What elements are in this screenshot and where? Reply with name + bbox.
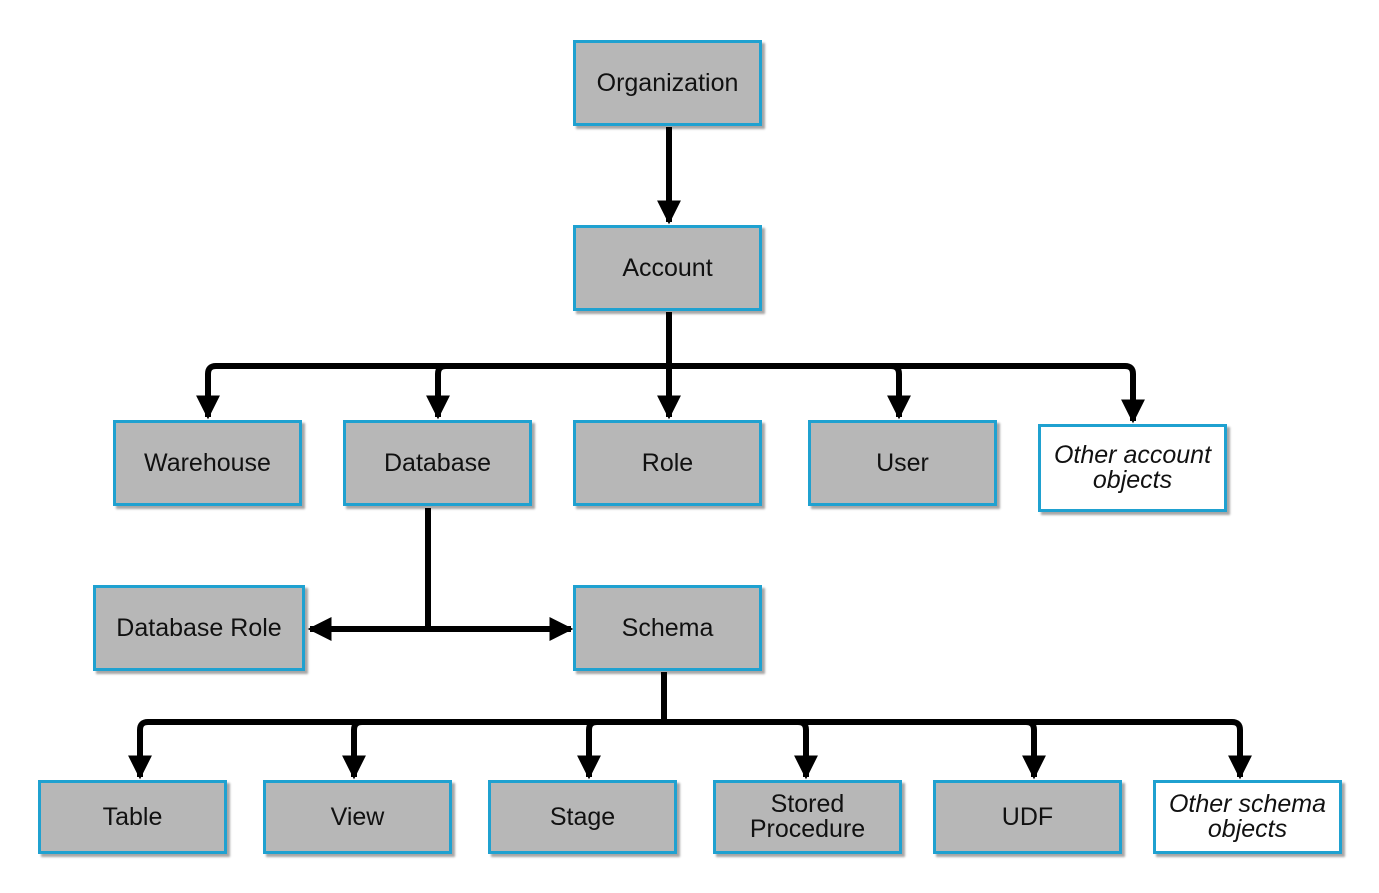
node-database-role: Database Role	[93, 585, 305, 671]
edge-schema-stored-procedure	[664, 719, 818, 780]
edge-schema-stage	[577, 719, 664, 780]
edge-schema-udf	[664, 719, 1046, 780]
node-label: Table	[102, 802, 163, 831]
node-organization: Organization	[573, 40, 762, 126]
node-database: Database	[343, 420, 532, 506]
node-label: Database	[383, 448, 492, 477]
node-view: View	[263, 780, 452, 854]
node-user: User	[808, 420, 997, 506]
node-other-schema-objects: Other schema objects	[1153, 780, 1342, 854]
node-label: UDF	[1001, 802, 1054, 831]
node-warehouse: Warehouse	[113, 420, 302, 506]
node-label: Database Role	[116, 613, 282, 642]
node-udf: UDF	[933, 780, 1122, 854]
node-label: Other schema objects	[1168, 790, 1326, 843]
node-table: Table	[38, 780, 227, 854]
edge-schema-table	[128, 719, 664, 780]
node-label: Stage	[549, 802, 616, 831]
node-label: Other account objects	[1053, 441, 1212, 494]
edge-schema-other-schema-objects	[664, 719, 1252, 780]
edge-account-database	[426, 363, 669, 420]
node-label: Account	[622, 253, 713, 282]
edge-account-warehouse	[196, 363, 669, 420]
node-label: Stored Procedure	[749, 790, 866, 843]
node-label: Role	[641, 448, 694, 477]
edge-schema-view	[342, 719, 664, 780]
edge-account-other-account-objects	[669, 363, 1145, 424]
node-label: Organization	[596, 68, 739, 97]
node-stage: Stage	[488, 780, 677, 854]
edge-account-user	[669, 363, 911, 420]
node-other-account-objects: Other account objects	[1038, 424, 1227, 512]
node-label: User	[876, 448, 929, 477]
node-label: Warehouse	[144, 448, 271, 477]
node-account: Account	[573, 225, 762, 311]
node-label: Schema	[621, 613, 714, 642]
node-stored-procedure: Stored Procedure	[713, 780, 902, 854]
node-role: Role	[573, 420, 762, 506]
node-schema: Schema	[573, 585, 762, 671]
node-label: View	[330, 802, 385, 831]
